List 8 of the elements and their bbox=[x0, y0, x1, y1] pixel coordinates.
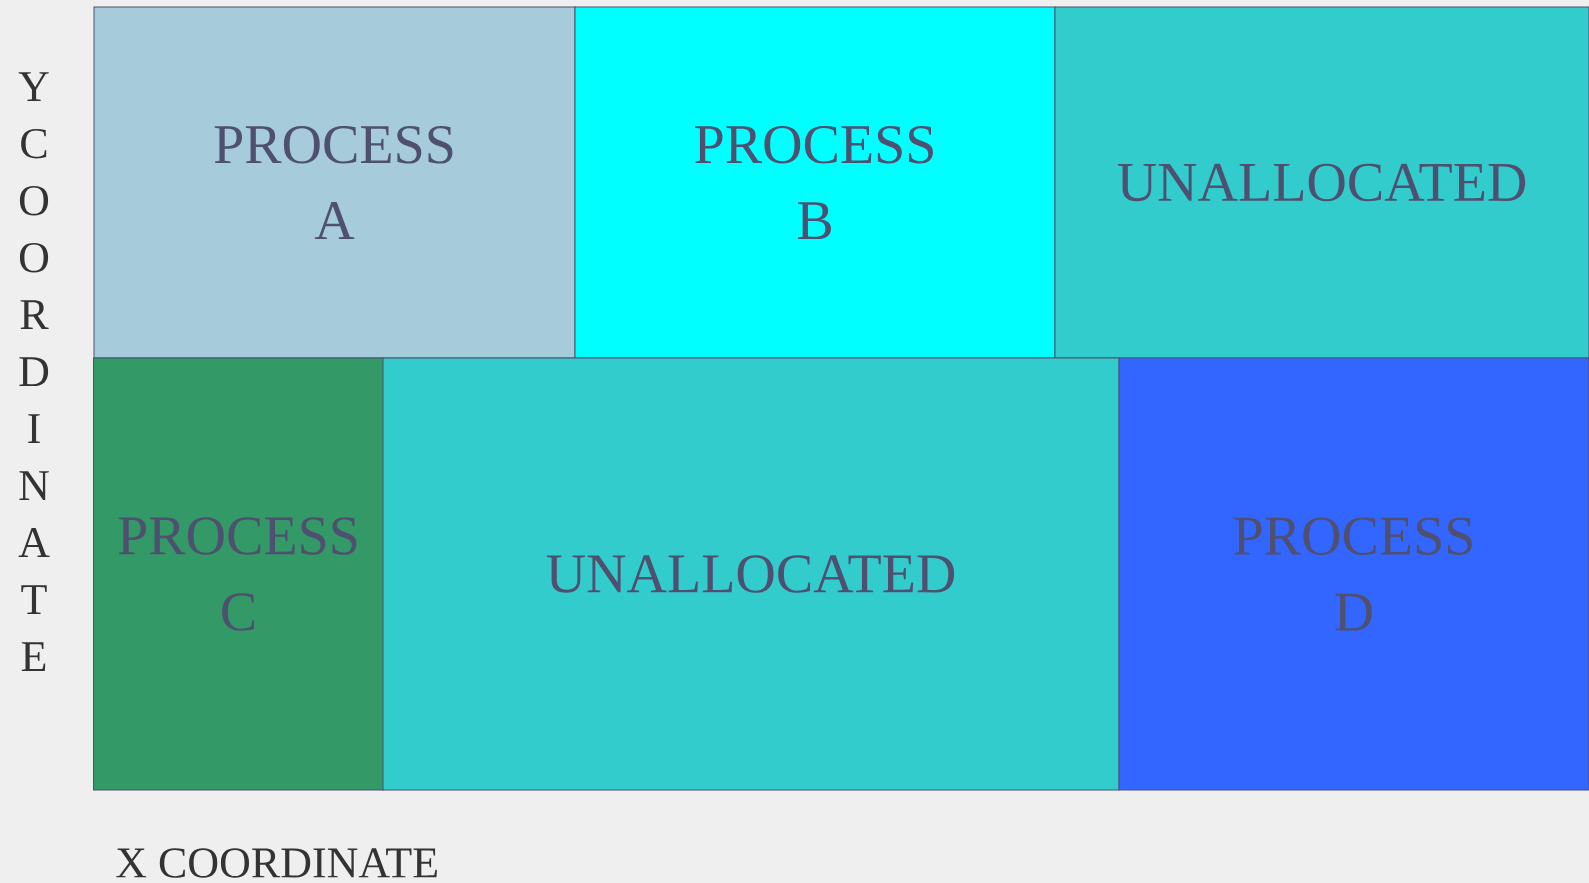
axis-label: X COORDINATE bbox=[116, 848, 437, 878]
axis-label: Y COORDINATE bbox=[18, 72, 50, 671]
process-box: PROCESS B bbox=[574, 6, 1056, 359]
process-box: PROCESS C bbox=[93, 357, 384, 791]
process-box: UNALLOCATED bbox=[382, 357, 1120, 791]
process-box: UNALLOCATED bbox=[1054, 6, 1589, 359]
process-box: PROCESS A bbox=[93, 6, 576, 359]
process-box: PROCESS D bbox=[1118, 357, 1589, 791]
